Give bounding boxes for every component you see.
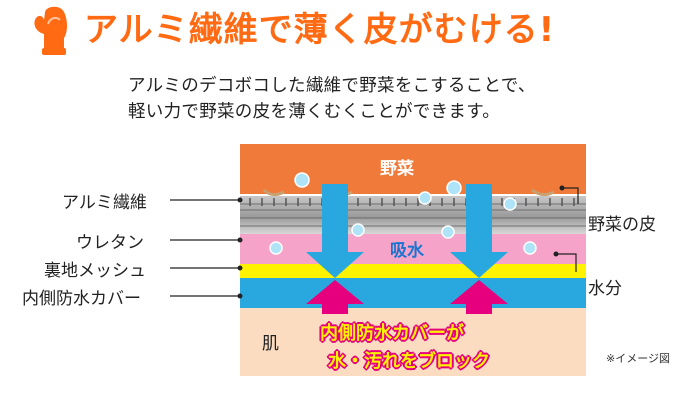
waterproof-cover-layer (240, 278, 586, 308)
absorb-label: 吸水 (390, 241, 424, 261)
up-arrow-right (450, 280, 508, 314)
water-droplets (269, 172, 537, 255)
vegetable-label: 野菜 (380, 159, 414, 179)
urethane-label: ウレタン (76, 233, 144, 253)
page-title: アルミ繊維で薄く皮がむける! (84, 10, 556, 50)
skin-label: 肌 (262, 334, 279, 354)
block-text-line-2: 水・汚れをブロック (328, 351, 490, 372)
aluminum-fiber-label: アルミ繊維 (62, 193, 147, 213)
description-line-1: アルミのデコボコした繊維で野菜をこすることで、 (128, 76, 536, 96)
water-label: 水分 (588, 279, 622, 299)
skin-layer (240, 308, 586, 376)
mitten-icon (34, 6, 67, 55)
layer-diagram: 野菜 吸水 肌 内側防水カバーが 水・汚れをブロック (240, 144, 586, 376)
down-arrow-left (306, 184, 364, 278)
description-line-2: 軽い力で野菜の皮を薄くむくことができます。 (128, 102, 501, 122)
backing-mesh-label: 裏地メッシュ (44, 261, 146, 281)
inner-cover-label: 内側防水カバー (22, 289, 141, 309)
block-text-line-1: 内側防水カバーが (320, 323, 464, 344)
vegetable-skin-label: 野菜の皮 (588, 215, 656, 235)
up-arrow-left (306, 280, 364, 314)
image-note: ※イメージ図 (606, 352, 670, 365)
down-arrow-right (450, 184, 508, 278)
diagram-overlay (240, 172, 586, 314)
title-row: アルミ繊維で薄く皮がむける! (30, 4, 670, 60)
